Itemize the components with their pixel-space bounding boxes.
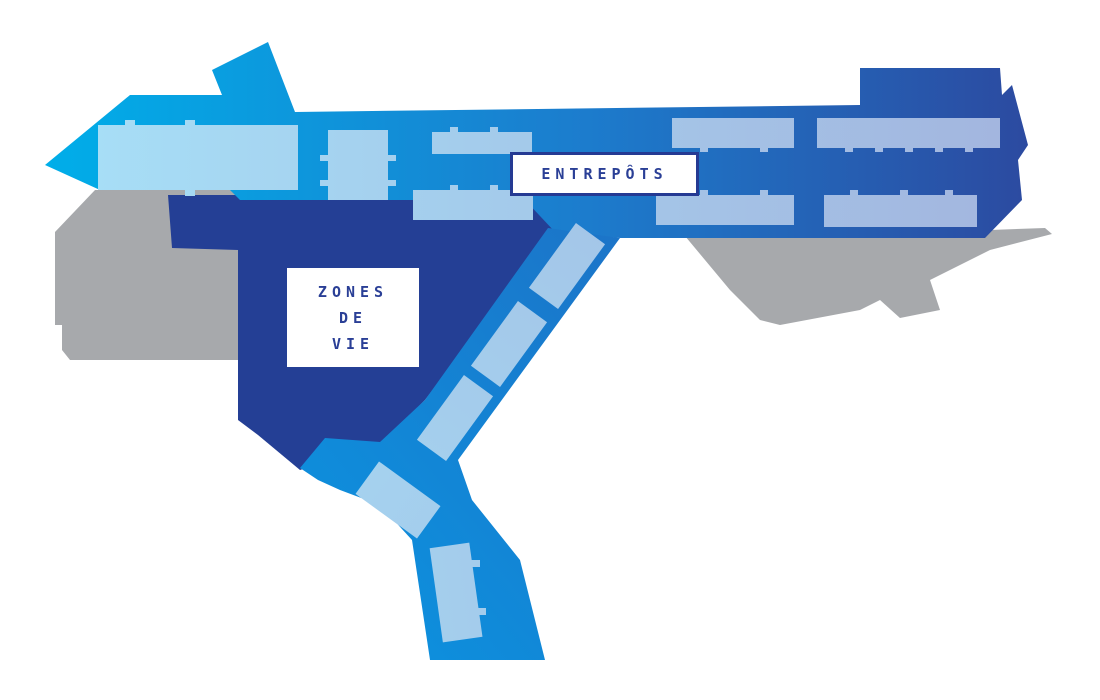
building: [760, 146, 768, 152]
buildings: [98, 118, 1000, 643]
building: [490, 185, 498, 191]
building: [656, 195, 794, 225]
building: [490, 127, 498, 133]
building: [432, 132, 532, 154]
building: [320, 155, 330, 161]
building: [416, 375, 494, 461]
building: [328, 130, 388, 200]
building: [945, 190, 953, 196]
building: [935, 146, 943, 152]
building: [185, 120, 195, 128]
building: [824, 195, 977, 227]
building: [905, 146, 913, 152]
building: [845, 146, 853, 152]
living-zones-label: ZONES DE VIE: [287, 268, 419, 367]
building: [672, 118, 794, 148]
building: [700, 190, 708, 196]
building: [817, 118, 1000, 148]
building: [850, 190, 858, 196]
warehouses-label: ENTREPÔTS: [510, 152, 699, 196]
building: [185, 188, 195, 196]
building: [450, 185, 458, 191]
building: [125, 120, 135, 128]
building: [528, 223, 606, 309]
building: [470, 301, 548, 387]
building: [965, 146, 973, 152]
building: [900, 190, 908, 196]
building: [450, 127, 458, 133]
gray-zone-east: [680, 228, 1052, 325]
building: [700, 146, 708, 152]
building: [386, 180, 396, 186]
building: [476, 608, 486, 615]
living-zones-label-line-3: VIE: [331, 334, 375, 353]
building: [355, 461, 441, 539]
building: [875, 146, 883, 152]
living-zones-label-line-1: ZONES: [317, 282, 389, 301]
building: [320, 180, 330, 186]
building: [429, 542, 483, 643]
building: [386, 155, 396, 161]
building: [98, 125, 298, 190]
living-zones-label-line-2: DE: [338, 308, 368, 327]
building: [760, 190, 768, 196]
building: [470, 560, 480, 567]
branch-corridor: [300, 228, 620, 660]
